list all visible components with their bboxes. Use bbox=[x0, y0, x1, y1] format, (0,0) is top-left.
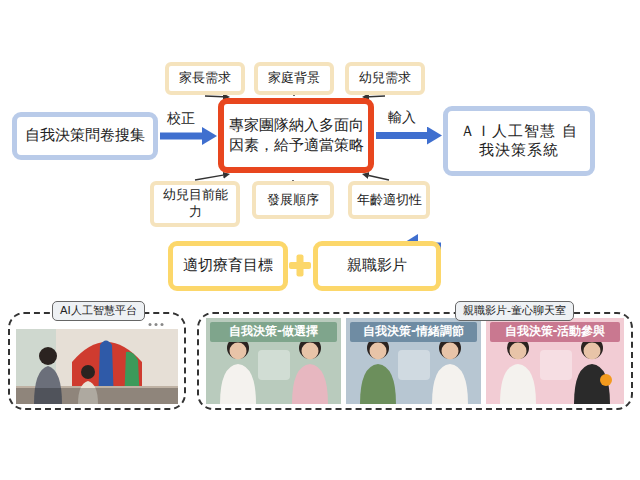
system-box: ＡＩ人工智慧 自我決策系統 bbox=[443, 106, 595, 176]
video-title: 自我決策-做選擇 bbox=[210, 322, 337, 342]
flow-arrow bbox=[369, 95, 385, 97]
box-text: 專家團隊納入多面向 因素，給予適當策略 bbox=[228, 116, 364, 155]
box-text: 發展順序 bbox=[267, 192, 319, 209]
video-title: 自我決策-情緒調節 bbox=[350, 322, 477, 342]
video-still bbox=[346, 318, 481, 404]
factor-box: 家庭背景 bbox=[254, 62, 334, 95]
video-region: 親職影片-童心聊天室自我決策-做選擇自我決策-情緒調節自我決策-活動參與 bbox=[197, 312, 633, 410]
box-text: 幼兒目前能力 bbox=[158, 187, 232, 221]
box-text: ＡＩ人工智慧 自我決策系統 bbox=[454, 122, 584, 161]
video-title: 自我決策-活動參與 bbox=[490, 322, 620, 342]
flow-arrow bbox=[205, 95, 223, 97]
edge-label: 校正 bbox=[164, 109, 198, 127]
output-box: 適切療育目標 bbox=[168, 241, 288, 291]
box-text: 家庭背景 bbox=[268, 70, 320, 87]
edge-label: 輸入 bbox=[385, 108, 419, 126]
factor-box: 幼兒需求 bbox=[345, 62, 425, 95]
flow-arrow bbox=[195, 175, 223, 180]
output-box: 親職影片 bbox=[313, 241, 441, 291]
flow-arrow bbox=[160, 133, 202, 140]
flow-arrow bbox=[369, 176, 389, 180]
platform-screenshot bbox=[16, 320, 178, 404]
factor-box: 家長需求 bbox=[165, 62, 245, 95]
factor-box: 發展順序 bbox=[252, 181, 334, 219]
box-text: 年齡適切性 bbox=[357, 192, 422, 209]
source-box: 自我決策問卷搜集 bbox=[12, 112, 158, 160]
plus-symbol bbox=[289, 255, 311, 277]
factor-box: 幼兒目前能力 bbox=[150, 181, 240, 227]
box-text: 自我決策問卷搜集 bbox=[25, 126, 145, 146]
box-text: 適切療育目標 bbox=[183, 256, 273, 276]
platform-region: AI人工智慧平台 bbox=[8, 312, 186, 410]
factor-box: 年齡適切性 bbox=[348, 181, 430, 219]
box-text: 家長需求 bbox=[179, 70, 231, 87]
video-still bbox=[486, 318, 624, 404]
box-text: 親職影片 bbox=[347, 256, 407, 276]
video-thumbnail: 自我決策-情緒調節 bbox=[346, 318, 481, 404]
flow-arrow bbox=[376, 132, 427, 139]
video-thumbnail: 自我決策-活動參與 bbox=[486, 318, 624, 404]
video-thumbnail: 自我決策-做選擇 bbox=[206, 318, 341, 404]
region-heading: 親職影片-童心聊天室 bbox=[455, 301, 574, 321]
video-still bbox=[206, 318, 341, 404]
box-text: 幼兒需求 bbox=[359, 70, 411, 87]
region-heading: AI人工智慧平台 bbox=[52, 301, 145, 321]
strategy-box: 專家團隊納入多面向 因素，給予適當策略 bbox=[218, 98, 374, 173]
